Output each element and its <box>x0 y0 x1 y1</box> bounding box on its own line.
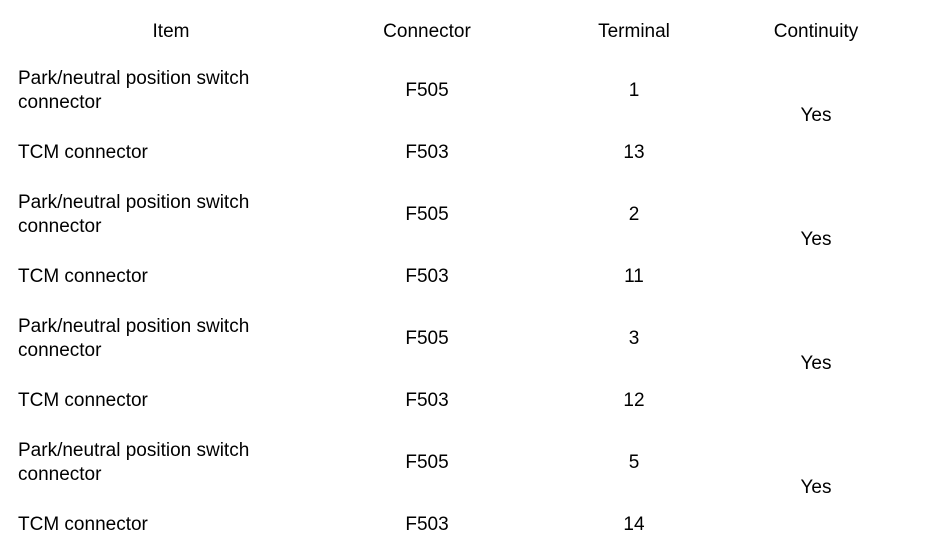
table-row: TCM connector F503 11 <box>18 252 894 302</box>
cell-continuity: Yes <box>738 54 894 178</box>
cell-terminal: 12 <box>530 376 738 426</box>
column-header-connector: Connector <box>324 10 530 54</box>
table-header-row: Item Connector Terminal Continuity <box>18 10 894 54</box>
cell-item: TCM connector <box>18 500 324 550</box>
cell-terminal: 2 <box>530 178 738 252</box>
cell-terminal: 1 <box>530 54 738 128</box>
table-head: Item Connector Terminal Continuity <box>18 10 894 54</box>
cell-terminal: 14 <box>530 500 738 550</box>
cell-terminal: 5 <box>530 426 738 500</box>
cell-item: Park/neutral position switch connector <box>18 426 324 500</box>
cell-item: Park/neutral position switch connector <box>18 178 324 252</box>
cell-connector: F503 <box>324 500 530 550</box>
cell-connector: F505 <box>324 178 530 252</box>
cell-terminal: 11 <box>530 252 738 302</box>
column-header-terminal: Terminal <box>530 10 738 54</box>
table-row: TCM connector F503 13 <box>18 128 894 178</box>
cell-connector: F503 <box>324 128 530 178</box>
cell-item: Park/neutral position switch connector <box>18 54 324 128</box>
page-root: Item Connector Terminal Continuity Park/… <box>18 10 894 550</box>
cell-item: TCM connector <box>18 376 324 426</box>
continuity-table: Item Connector Terminal Continuity Park/… <box>18 10 894 550</box>
table-row: Park/neutral position switch connector F… <box>18 54 894 178</box>
cell-continuity: Yes <box>738 178 894 302</box>
cell-connector: F505 <box>324 54 530 128</box>
column-header-continuity: Continuity <box>738 10 894 54</box>
cell-continuity: Yes <box>738 426 894 550</box>
cell-continuity: Yes <box>738 302 894 426</box>
table-row: Park/neutral position switch connector F… <box>18 178 894 302</box>
cell-item: TCM connector <box>18 128 324 178</box>
cell-connector: F503 <box>324 376 530 426</box>
cell-connector: F505 <box>324 426 530 500</box>
cell-terminal: 13 <box>530 128 738 178</box>
table-row: Park/neutral position switch connector F… <box>18 426 894 550</box>
cell-connector: F505 <box>324 302 530 376</box>
cell-connector: F503 <box>324 252 530 302</box>
cell-terminal: 3 <box>530 302 738 376</box>
cell-item: TCM connector <box>18 252 324 302</box>
cell-item: Park/neutral position switch connector <box>18 302 324 376</box>
table-row: Park/neutral position switch connector F… <box>18 302 894 426</box>
table-row: TCM connector F503 12 <box>18 376 894 426</box>
continuity-table-container: Item Connector Terminal Continuity Park/… <box>18 10 894 550</box>
column-header-item: Item <box>18 10 324 54</box>
table-body: Park/neutral position switch connector F… <box>18 54 894 550</box>
